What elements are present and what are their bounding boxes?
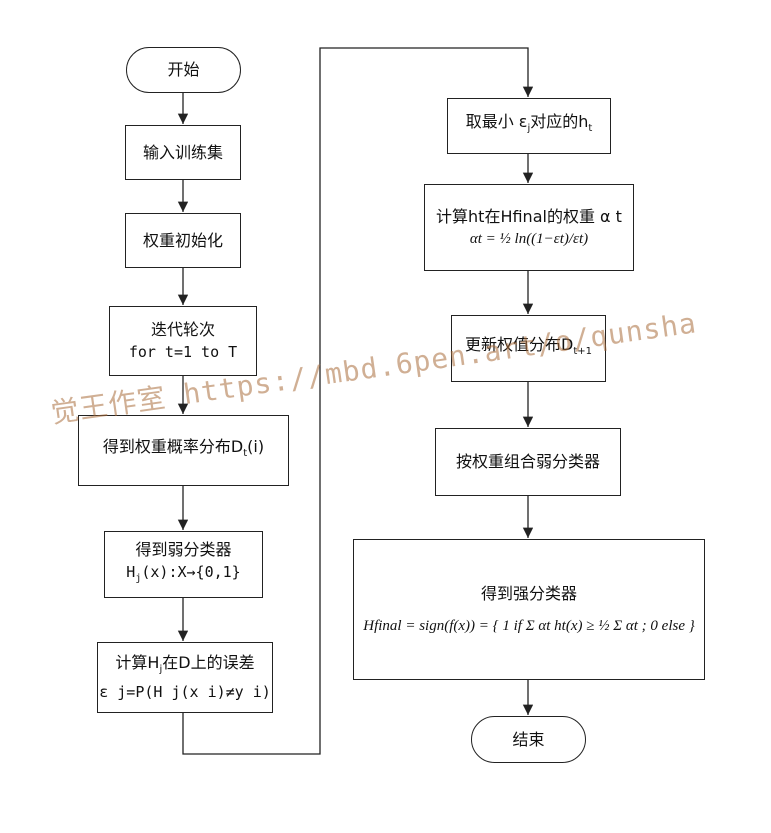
iteration-node: 迭代轮次 for t=1 to T [109, 306, 257, 376]
combine-weak-label: 按权重组合弱分类器 [455, 452, 600, 471]
alpha-weight-node: 计算ht在Hfinal的权重 α t αt = ½ ln((1−εt)/εt) [424, 184, 634, 271]
init-weights-node: 权重初始化 [125, 213, 241, 268]
update-distribution-label: 更新权值分布Dt+1 [465, 334, 592, 358]
init-weights-label: 权重初始化 [142, 230, 223, 250]
error-compute-title: 计算Hj在D上的误差 [115, 652, 255, 676]
combine-weak-node: 按权重组合弱分类器 [435, 428, 621, 496]
error-formula: ε j=P(H j(x i)≠y i) [99, 683, 271, 702]
iteration-for-loop: for t=1 to T [128, 343, 238, 361]
weight-distribution-node: 得到权重概率分布Dt(i) [78, 415, 289, 486]
iteration-title: 迭代轮次 [150, 320, 215, 339]
select-min-error-label: 取最小 εj对应的ht [465, 112, 593, 135]
end-label: 结束 [512, 729, 545, 749]
error-compute-node: 计算Hj在D上的误差 ε j=P(H j(x i)≠y i) [97, 642, 273, 713]
strong-classifier-node: 得到强分类器 Hfinal = sign(f(x)) = { 1 if Σ αt… [353, 539, 705, 680]
alpha-weight-title: 计算ht在Hfinal的权重 α t [436, 206, 622, 226]
select-min-error-node: 取最小 εj对应的ht [447, 98, 611, 154]
start-label: 开始 [167, 60, 200, 79]
weight-distribution-label: 得到权重概率分布Dt(i) [102, 436, 265, 460]
input-training-set-node: 输入训练集 [125, 125, 241, 180]
input-training-set-label: 输入训练集 [142, 142, 223, 162]
update-distribution-node: 更新权值分布Dt+1 [451, 315, 606, 382]
start-node: 开始 [126, 47, 241, 93]
strong-classifier-formula: Hfinal = sign(f(x)) = { 1 if Σ αt ht(x) … [363, 617, 695, 634]
weak-classifier-node: 得到弱分类器 Hj(x):X→{0,1} [104, 531, 263, 598]
weak-classifier-mapping: Hj(x):X→{0,1} [126, 563, 241, 584]
strong-classifier-title: 得到强分类器 [480, 583, 577, 603]
end-node: 结束 [471, 716, 586, 763]
weak-classifier-title: 得到弱分类器 [135, 540, 232, 559]
alpha-formula: αt = ½ ln((1−εt)/εt) [469, 230, 589, 247]
